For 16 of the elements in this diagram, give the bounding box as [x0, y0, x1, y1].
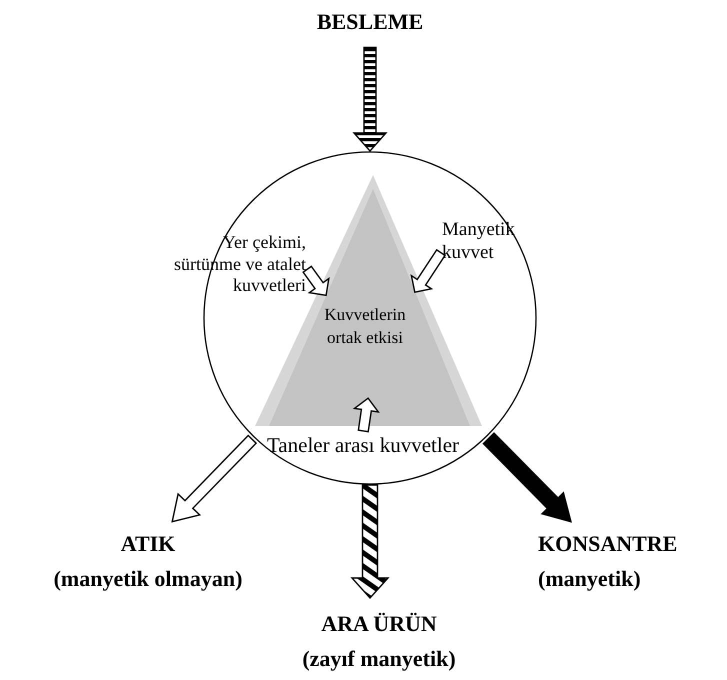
- triangle-label: Kuvvetlerin ortak etkisi: [323, 304, 407, 349]
- force-label: Taneler arası kuvvetler: [232, 433, 494, 458]
- product-name: ARA ÜRÜN: [321, 610, 437, 638]
- block-arrow: [171, 434, 258, 523]
- block-arrow: [350, 484, 390, 600]
- product-name: ATIK: [120, 530, 176, 558]
- product-note: (zayıf manyetik): [302, 645, 456, 674]
- block-arrow: [410, 248, 446, 294]
- product-name: KONSANTRE: [538, 530, 678, 558]
- block-arrow: [482, 432, 572, 523]
- feed-label: BESLEME: [270, 4, 470, 40]
- product-note: (manyetik): [538, 565, 641, 594]
- product-note: (manyetik olmayan): [54, 565, 242, 594]
- block-arrow: [302, 265, 330, 296]
- block-arrow: [352, 46, 388, 152]
- block-arrow: [352, 397, 380, 432]
